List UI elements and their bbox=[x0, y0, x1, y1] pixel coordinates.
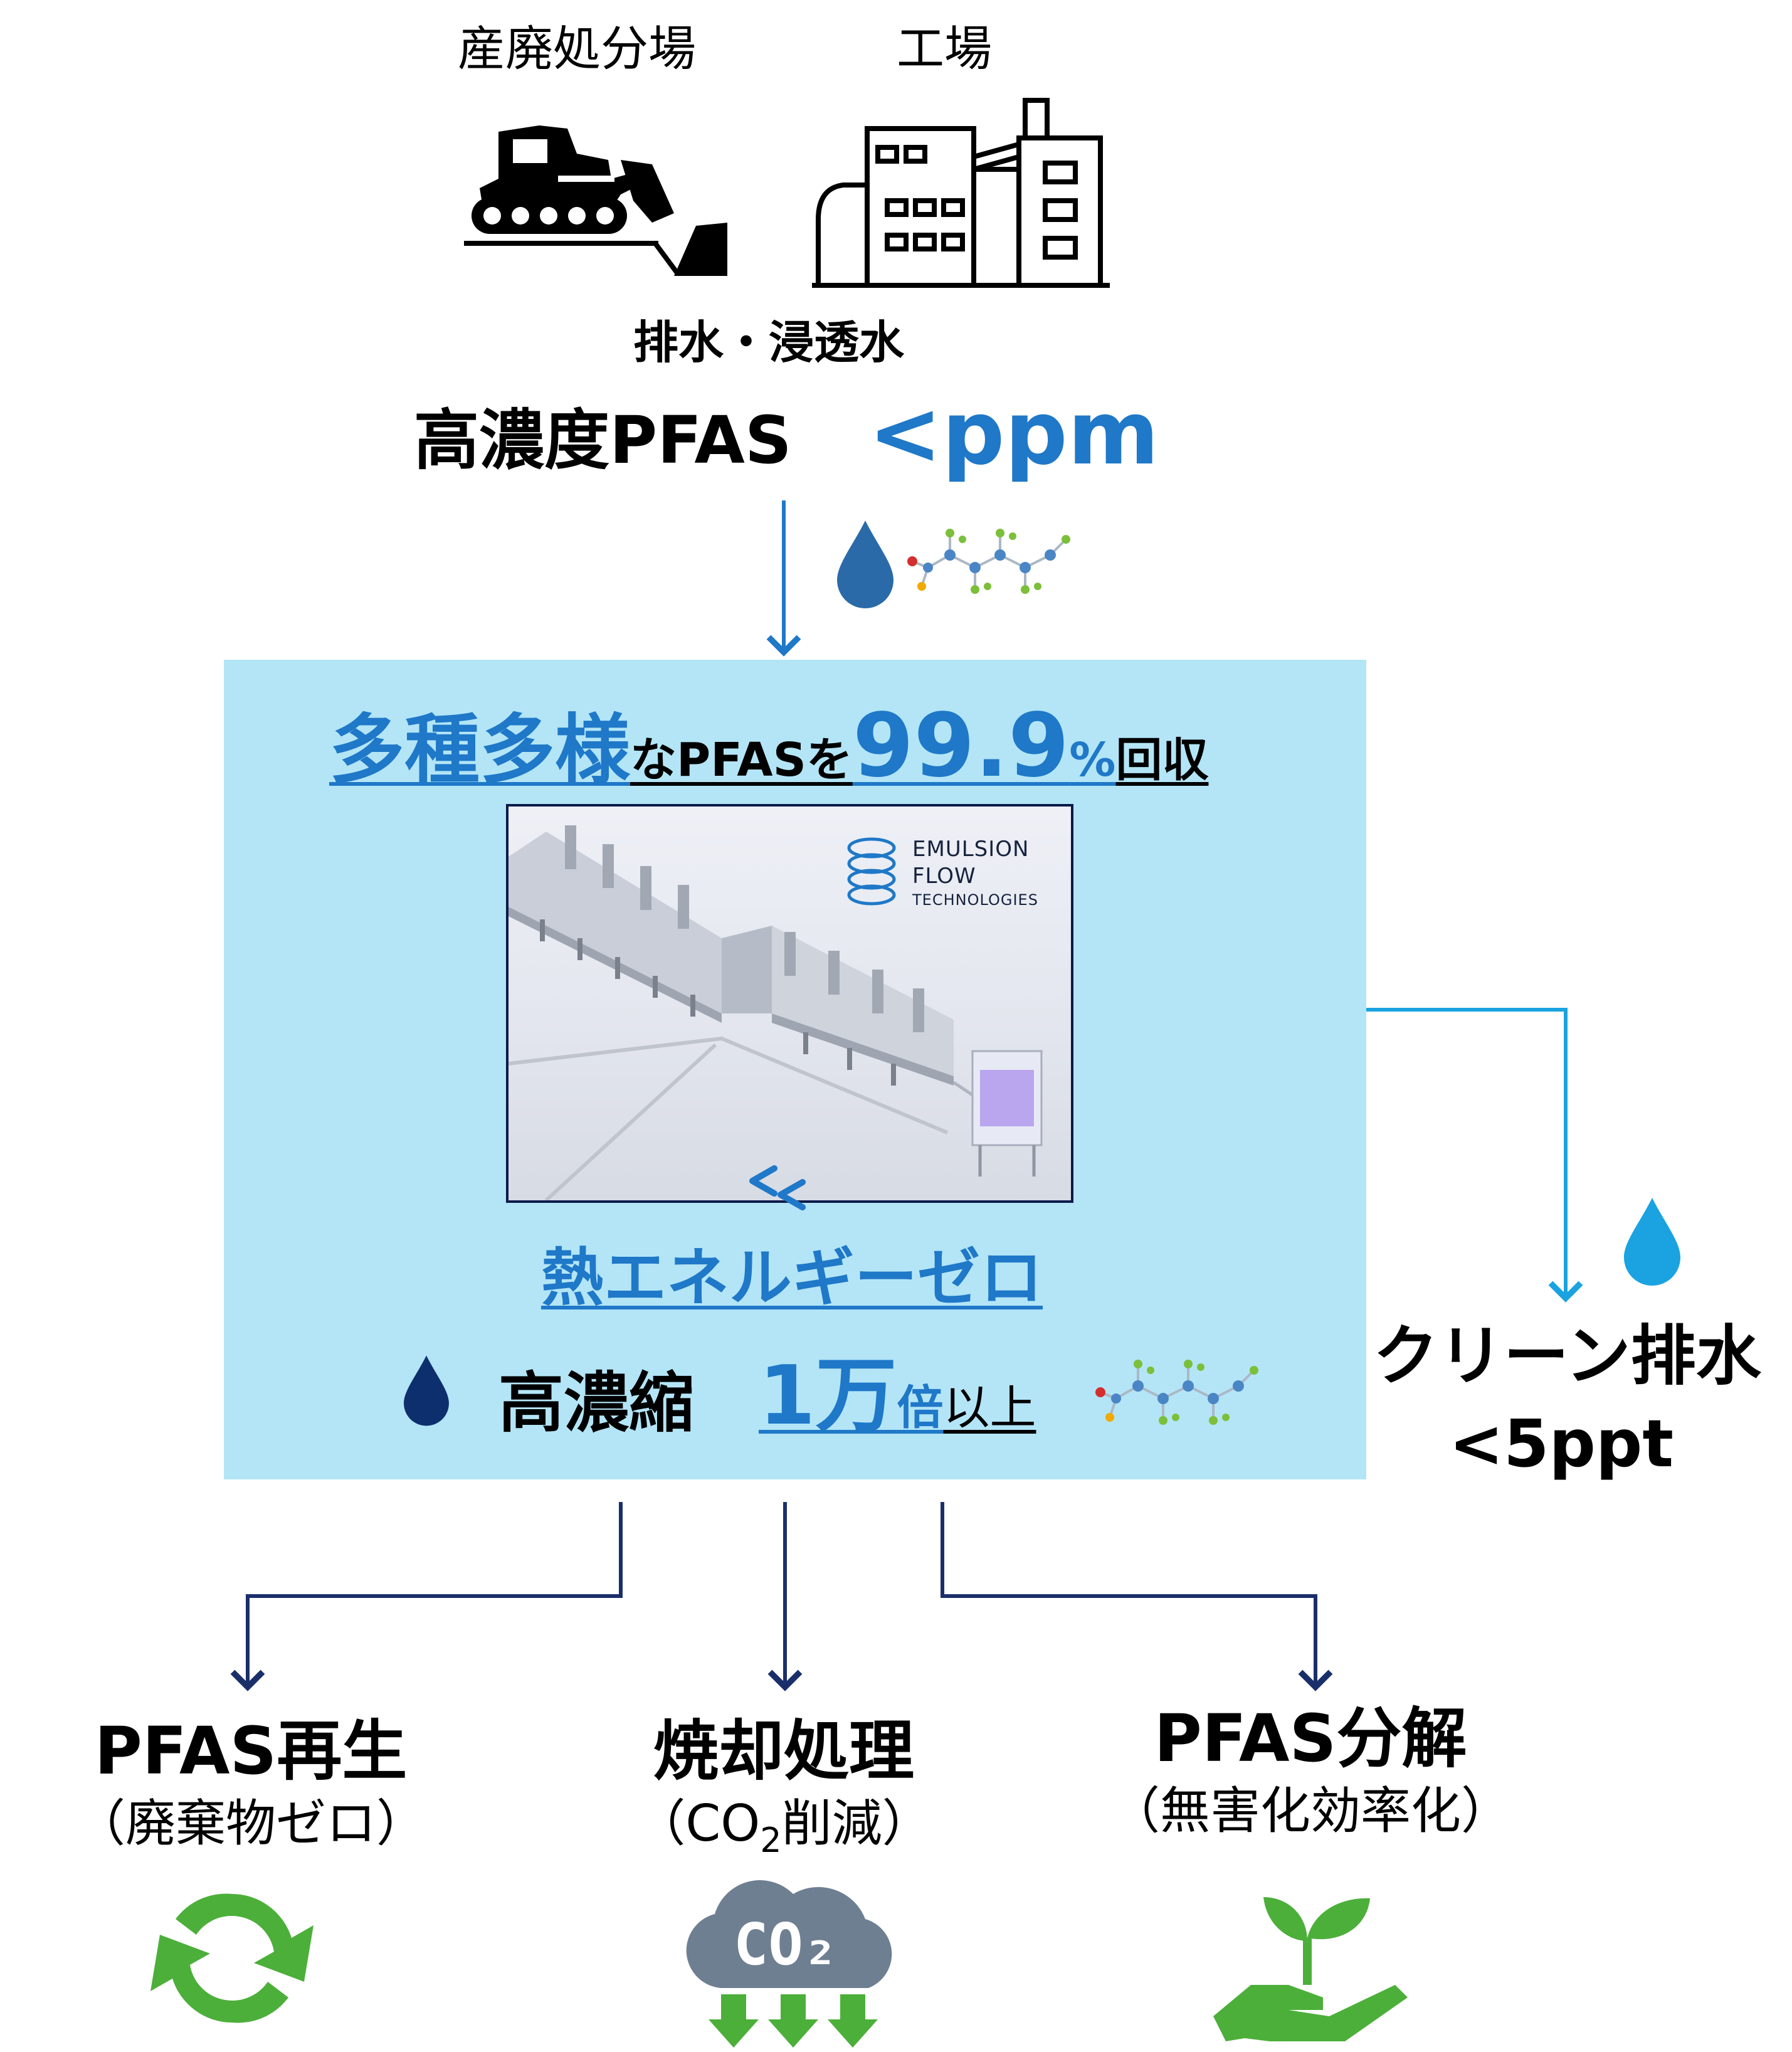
outcome-decomposition-title: PFAS分解 bbox=[1154, 1700, 1467, 1777]
headline-value: 99.9 bbox=[852, 695, 1070, 797]
co2-subtitle-prefix: （CO bbox=[635, 1794, 761, 1853]
ratio-value: 1万 bbox=[759, 1348, 897, 1443]
logo-line-2: FLOW bbox=[912, 864, 976, 889]
outcome-incineration-title: 焼却処理 bbox=[653, 1713, 914, 1789]
clean-water-label: クリーン排水 bbox=[1373, 1318, 1761, 1394]
logo-line-3: TECHNOLOGIES bbox=[912, 891, 1038, 909]
emulsion-flow-logo-icon bbox=[847, 837, 896, 906]
recycle-icon bbox=[150, 1893, 314, 2023]
zero-thermal-energy-label: 熱エネルギーゼロ bbox=[541, 1241, 1043, 1314]
co2-cloud-icon bbox=[686, 1880, 892, 2048]
input-concentration-label: 高濃度PFAS bbox=[414, 402, 792, 479]
factory-icon bbox=[812, 98, 1110, 288]
headline-recovery: 回収 bbox=[1115, 733, 1209, 787]
clean-water-drop-icon bbox=[1624, 1198, 1680, 1286]
headline-diverse: 多種多様 bbox=[329, 707, 630, 794]
wastewater-label: 排水・浸透水 bbox=[633, 316, 905, 369]
input-concentration-level: <ppm bbox=[868, 383, 1159, 485]
process-headline: 多種多様なPFASを99.9%回収 bbox=[329, 702, 1208, 790]
logo-line-1: EMULSION bbox=[912, 837, 1030, 862]
co2-subtitle-suffix: 削減） bbox=[781, 1794, 932, 1853]
high-concentration-label: 高濃縮 bbox=[498, 1365, 695, 1441]
outcome-incineration-subtitle: （CO2削減） bbox=[577, 1799, 991, 1858]
co2-cloud-label: CO₂ bbox=[734, 1911, 838, 1978]
co2-subtitle-subscript: 2 bbox=[760, 1821, 782, 1860]
ratio-suffix: 以上 bbox=[943, 1381, 1036, 1435]
concentration-ratio: 1万倍以上 bbox=[759, 1355, 1036, 1436]
factory-label: 工場 bbox=[897, 21, 992, 77]
equipment-render bbox=[506, 804, 1073, 1203]
bulldozer-icon bbox=[464, 125, 727, 276]
outcome-recycle-title: PFAS再生 bbox=[94, 1713, 408, 1789]
ratio-unit: 倍 bbox=[897, 1381, 944, 1435]
concentrate-drop-icon bbox=[404, 1355, 449, 1426]
approx-equal-icon bbox=[749, 1165, 806, 1210]
outcome-decomposition-subtitle: （無害化効率化） bbox=[1110, 1782, 1511, 1840]
pfas-molecule-icon bbox=[907, 529, 1070, 594]
headline-pfas: なPFASを bbox=[630, 733, 853, 787]
plant-hand-icon bbox=[1213, 1897, 1408, 2041]
headline-unit: % bbox=[1069, 733, 1116, 787]
clean-water-level: <5ppt bbox=[1448, 1405, 1674, 1482]
water-drop-icon bbox=[837, 521, 893, 608]
equipment-illustration bbox=[509, 825, 1043, 1200]
decomposition-arrow bbox=[941, 1502, 1333, 1691]
outcome-recycle-subtitle: （廃棄物ゼロ） bbox=[75, 1794, 426, 1853]
landfill-label: 産廃処分場 bbox=[458, 21, 696, 77]
recycle-arrow bbox=[230, 1502, 623, 1691]
concentrated-molecule-icon bbox=[1095, 1360, 1258, 1425]
